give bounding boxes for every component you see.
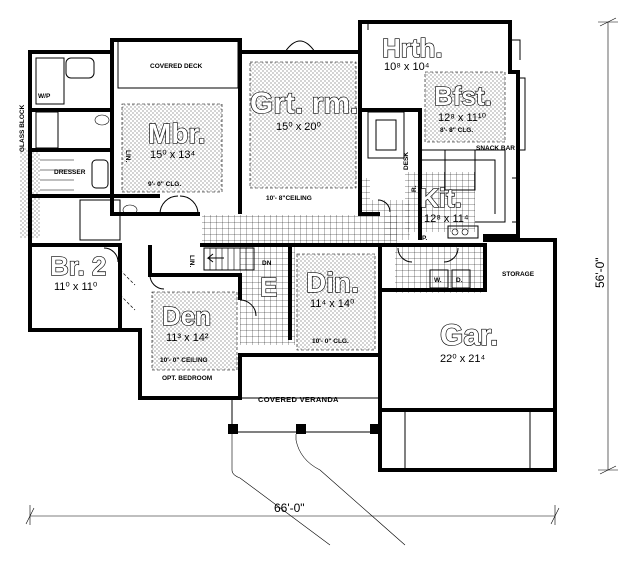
walk-in-pantry-label: W/P <box>38 93 51 100</box>
bedroom2-size: 11⁰ x 11⁰ <box>54 281 98 293</box>
kitchen-counters <box>420 149 506 239</box>
fireplace-hearth <box>375 119 397 151</box>
great-room-ceiling: 10'- 8"CEILING <box>266 195 312 202</box>
den-note: OPT. BEDROOM <box>162 375 212 382</box>
linen2-label: LIN. <box>188 255 195 267</box>
breakfast-name: Bfst. <box>434 81 492 111</box>
stairs <box>203 247 255 271</box>
great-room-size: 15⁰ x 20⁰ <box>276 121 321 133</box>
dimension-lines <box>25 17 618 525</box>
down-label: DN <box>262 260 272 267</box>
breakfast-ceiling: 8'- 8" CLG. <box>440 127 473 134</box>
walls <box>28 20 557 472</box>
pantry-label: P. <box>422 235 427 242</box>
storage-label: STORAGE <box>502 271 535 278</box>
great-room-bay <box>284 40 316 53</box>
dining-name: Din. <box>306 267 359 298</box>
kitchen-name: Kit. <box>420 183 462 213</box>
hearth-size: 10⁸ x 10⁴ <box>384 61 430 73</box>
garage-doors <box>404 410 531 471</box>
covered-deck-label: COVERED DECK <box>150 63 203 70</box>
dining-ceiling: 10'- 0" CLG. <box>312 338 349 345</box>
linen-label: LIN. <box>124 150 131 162</box>
desk-label: DESK <box>403 152 410 170</box>
covered-deck <box>117 39 239 89</box>
bedroom2-name: Br. 2 <box>50 251 106 281</box>
garage-name: Gar. <box>440 319 498 352</box>
room-labels: Hrth. 10⁸ x 10⁴ Bfst. 12⁸ x 11¹⁰ 8'- 8" … <box>49 32 499 382</box>
veranda <box>228 397 406 546</box>
ceiling-stipple-areas <box>20 61 506 371</box>
snack-bar-label: SNACK BAR <box>476 145 515 152</box>
br2-closet <box>119 269 136 311</box>
master-size: 15⁰ x 13⁴ <box>150 149 195 161</box>
glass-block-label: GLASS BLOCK <box>19 104 26 152</box>
annotations: COVERED DECK COVERED VERANDA STORAGE GLA… <box>19 63 535 404</box>
overall-depth: 56'-0" <box>593 257 607 288</box>
den-name: Den <box>162 301 211 331</box>
fireplace <box>367 111 405 159</box>
great-room-name: Grt. rm. <box>250 87 358 120</box>
bath-fixtures <box>35 57 138 241</box>
covered-veranda-label: COVERED VERANDA <box>258 395 339 404</box>
hearth-name: Hrth. <box>382 33 443 63</box>
garage-size: 22⁰ x 21⁴ <box>440 353 485 365</box>
breakfast-bay <box>512 77 526 223</box>
dryer-label: D. <box>456 277 463 284</box>
master-ceiling: 9'- 0" CLG. <box>148 181 181 188</box>
kitchen-size: 12⁸ x 11⁴ <box>424 213 469 225</box>
dining-size: 11⁴ x 14⁰ <box>310 298 355 310</box>
overall-width: 66'-0" <box>274 501 305 515</box>
den-ceiling: 10'- 0" CEILING <box>160 357 208 364</box>
doors <box>103 195 459 317</box>
tile-floor <box>202 172 485 345</box>
master-name: Mbr. <box>148 118 206 149</box>
refrigerator-label: R. <box>411 185 418 192</box>
hearth-bay <box>367 22 521 60</box>
overall-dimensions: 66'-0" 56'-0" <box>274 257 607 515</box>
washer-label: W. <box>434 277 442 284</box>
entry-name: E <box>260 272 277 302</box>
den-size: 11³ x 14² <box>166 332 209 344</box>
laundry <box>429 269 471 289</box>
breakfast-size: 12⁸ x 11¹⁰ <box>438 112 487 124</box>
dresser-label: DRESSER <box>54 169 86 176</box>
